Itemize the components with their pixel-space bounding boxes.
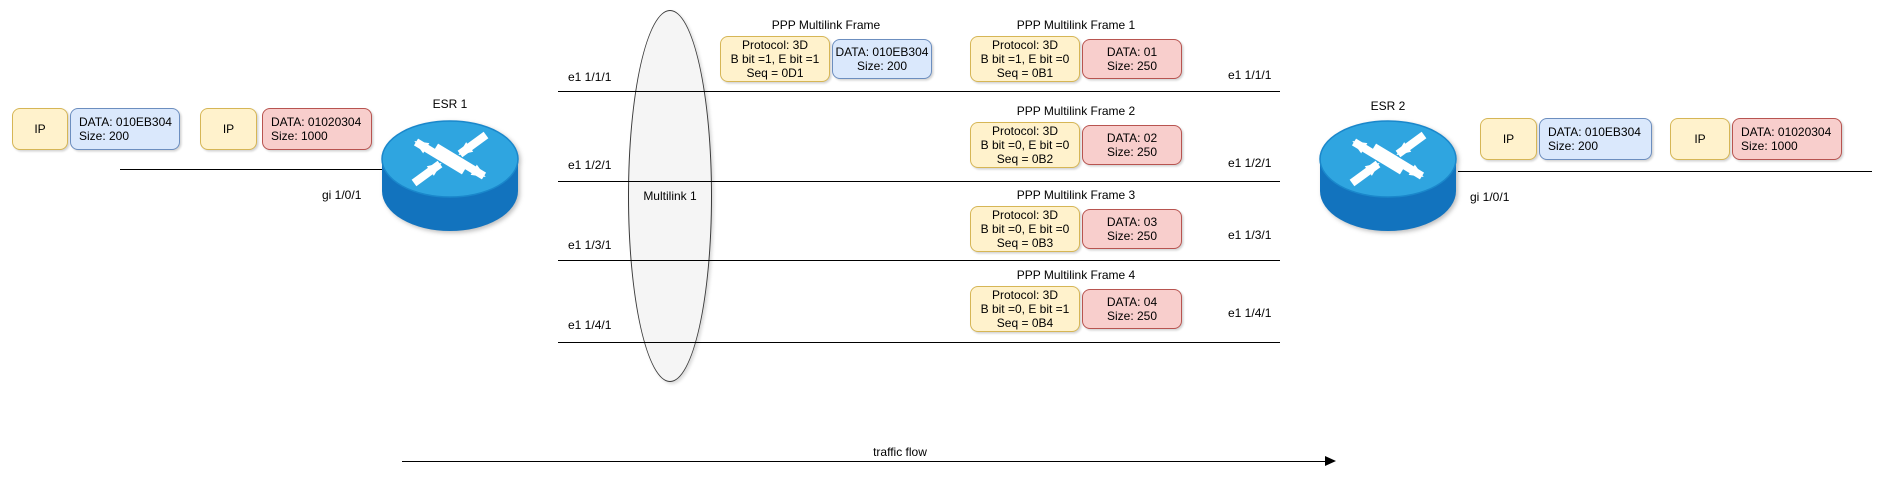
data-line: DATA: 02 [1106,131,1158,145]
protocol-line: Seq = 0D1 [746,66,804,80]
protocol-line: Protocol: 3D [991,124,1059,138]
esr2-access-line [1458,171,1872,172]
ip-header-box: IP [1480,118,1537,160]
multilink-bundle-ellipse: Multilink 1 [628,10,712,382]
esr1-access-line [120,169,382,170]
ip-data-box: DATA: 01020304 Size: 1000 [1732,118,1842,160]
frame-data-box: DATA: 010EB304 Size: 200 [832,39,932,79]
link-line-e1-1-4-1 [558,342,1280,343]
link-left-label: e1 1/1/1 [568,70,612,84]
ppp-frame-4: PPP Multilink Frame 4 Protocol: 3D B bit… [970,268,1182,334]
link-right-label: e1 1/4/1 [1228,306,1272,320]
data-line: Size: 250 [1106,59,1158,73]
frame-protocol-box: Protocol: 3D B bit =0, E bit =0 Seq = 0B… [970,122,1080,168]
esr1-router-icon [380,117,520,233]
traffic-flow-label: traffic flow [873,445,927,459]
protocol-line: Protocol: 3D [991,288,1059,302]
frame-title: PPP Multilink Frame 1 [1016,18,1136,32]
frame-data-box: DATA: 01 Size: 250 [1082,39,1182,79]
ip-header-box: IP [12,108,68,150]
ip-data-box: DATA: 01020304 Size: 1000 [262,108,372,150]
ip-header-box: IP [200,108,257,150]
protocol-line: B bit =1, E bit =1 [730,52,820,66]
frame-protocol-box: Protocol: 3D B bit =1, E bit =1 Seq = 0D… [720,36,830,82]
link-left-label: e1 1/2/1 [568,158,612,172]
protocol-line: B bit =1, E bit =0 [980,52,1070,66]
traffic-flow-arrow [402,456,1336,466]
data-bytes: DATA: 01020304 [271,115,362,129]
frame-title: PPP Multilink Frame 4 [1016,268,1136,282]
frame-data-box: DATA: 02 Size: 250 [1082,125,1182,165]
multilink-label: Multilink 1 [643,189,697,203]
frame-data-box: DATA: 04 Size: 250 [1082,289,1182,329]
arrowhead-icon [1325,456,1336,466]
link-left-label: e1 1/4/1 [568,318,612,332]
data-bytes: DATA: 010EB304 [79,115,172,129]
frame-data-box: DATA: 03 Size: 250 [1082,209,1182,249]
ip-data-box: DATA: 010EB304 Size: 200 [70,108,180,150]
link-line-e1-1-3-1 [558,260,1280,261]
frame-title: PPP Multilink Frame 2 [1016,104,1136,118]
link-line-e1-1-1-1 [558,91,1280,92]
frame-title: PPP Multilink Frame [771,18,881,32]
frame-protocol-box: Protocol: 3D B bit =0, E bit =0 Seq = 0B… [970,206,1080,252]
data-line: Size: 250 [1106,229,1158,243]
data-line: Size: 200 [856,59,908,73]
ppp-frame-original: PPP Multilink Frame Protocol: 3D B bit =… [720,18,932,84]
ppp-frame-1: PPP Multilink Frame 1 Protocol: 3D B bit… [970,18,1182,84]
protocol-line: Seq = 0B4 [996,316,1054,330]
esr2-interface-label: gi 1/0/1 [1470,190,1510,204]
data-line: DATA: 01 [1106,45,1158,59]
protocol-line: Protocol: 3D [991,38,1059,52]
data-bytes: DATA: 01020304 [1741,125,1832,139]
frame-protocol-box: Protocol: 3D B bit =1, E bit =0 Seq = 0B… [970,36,1080,82]
esr1-interface-label: gi 1/0/1 [322,188,362,202]
frame-title: PPP Multilink Frame 3 [1016,188,1136,202]
protocol-line: Protocol: 3D [741,38,809,52]
data-line: DATA: 03 [1106,215,1158,229]
data-size: Size: 200 [1548,139,1599,153]
data-line: DATA: 04 [1106,295,1158,309]
frame-protocol-box: Protocol: 3D B bit =0, E bit =1 Seq = 0B… [970,286,1080,332]
protocol-line: B bit =0, E bit =0 [980,138,1070,152]
esr2-name-label: ESR 2 [1370,99,1406,113]
ppp-frame-3: PPP Multilink Frame 3 Protocol: 3D B bit… [970,188,1182,254]
link-right-label: e1 1/1/1 [1228,68,1272,82]
protocol-line: Protocol: 3D [991,208,1059,222]
ip-data-box: DATA: 010EB304 Size: 200 [1539,118,1652,160]
esr2-router-icon [1318,117,1458,233]
ip-header-box: IP [1670,118,1730,160]
data-line: Size: 250 [1106,145,1158,159]
protocol-line: Seq = 0B1 [996,66,1054,80]
link-right-label: e1 1/3/1 [1228,228,1272,242]
data-line: Size: 250 [1106,309,1158,323]
link-line-e1-1-2-1 [558,181,1280,182]
data-line: DATA: 010EB304 [835,45,929,59]
link-right-label: e1 1/2/1 [1228,156,1272,170]
esr1-name-label: ESR 1 [432,97,468,111]
data-size: Size: 1000 [271,129,328,143]
protocol-line: Seq = 0B2 [996,152,1054,166]
ppp-frame-2: PPP Multilink Frame 2 Protocol: 3D B bit… [970,104,1182,170]
data-size: Size: 200 [79,129,130,143]
protocol-line: B bit =0, E bit =1 [980,302,1070,316]
link-left-label: e1 1/3/1 [568,238,612,252]
protocol-line: B bit =0, E bit =0 [980,222,1070,236]
data-size: Size: 1000 [1741,139,1798,153]
data-bytes: DATA: 010EB304 [1548,125,1641,139]
protocol-line: Seq = 0B3 [996,236,1054,250]
